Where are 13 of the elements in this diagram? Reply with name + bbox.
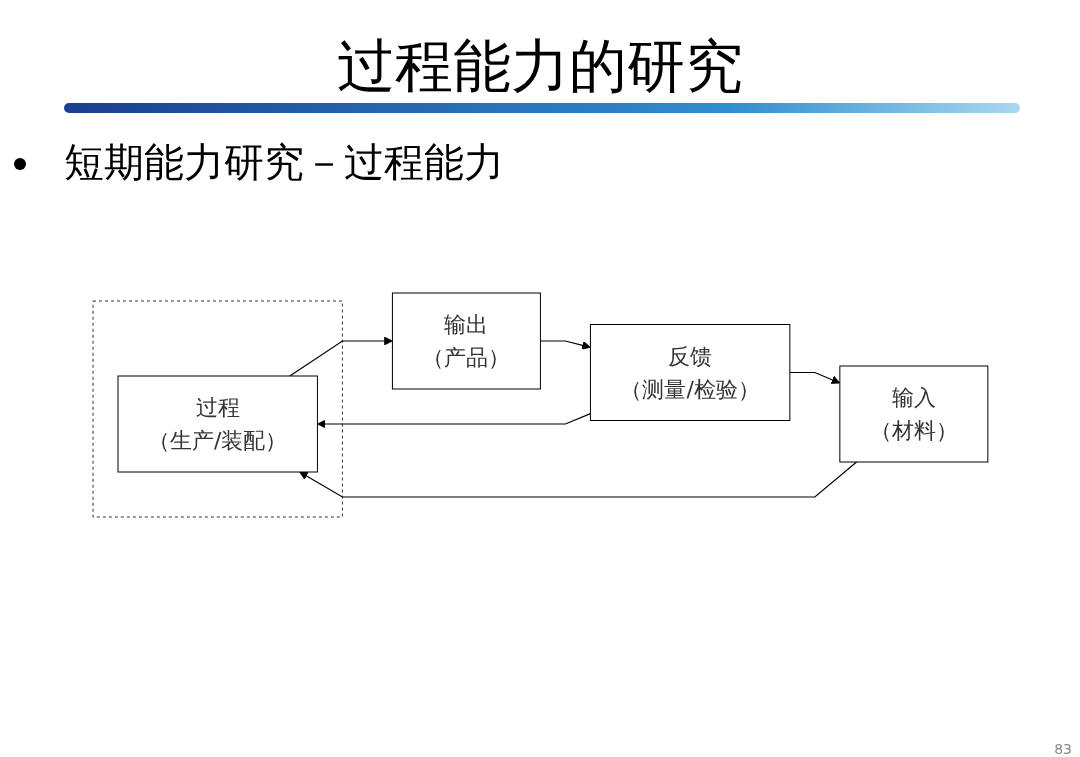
arrow: [288, 336, 393, 377]
node-box: 输出 （产品）: [391, 292, 541, 390]
arrow: [539, 340, 591, 350]
slide-title: 过程能力的研究: [336, 31, 744, 102]
arrow: [788, 371, 840, 384]
cluster: [92, 300, 343, 518]
bullet-text: 短期能力研究－过程能力: [64, 138, 504, 187]
arrow: [298, 461, 857, 498]
page-number: 83: [1054, 741, 1072, 757]
node-box: 反馈 （测量/检验）: [589, 324, 790, 421]
arrow: [316, 413, 591, 429]
node-box: 过程 （生产/装配）: [117, 375, 318, 473]
node-box: 输入 （材料）: [838, 365, 988, 463]
